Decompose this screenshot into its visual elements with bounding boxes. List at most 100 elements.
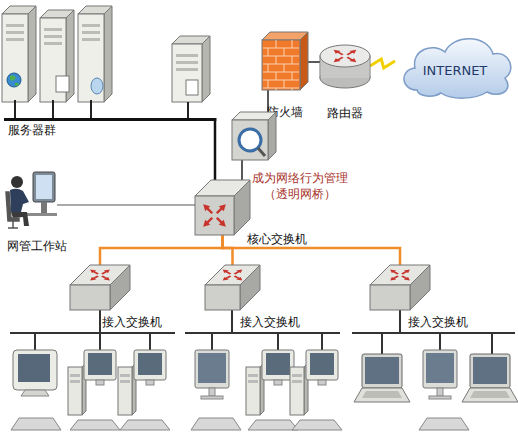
box-front xyxy=(232,120,268,160)
device-label: 核心交换机 xyxy=(247,231,327,247)
backbone-link xyxy=(214,121,217,180)
internet-cloud: INTERNET xyxy=(395,30,515,98)
chair xyxy=(6,192,19,228)
switch-symbol xyxy=(203,204,226,227)
router-top xyxy=(320,45,370,67)
server-side xyxy=(28,6,36,102)
device-label: INTERNET xyxy=(395,63,515,79)
laptop-computer xyxy=(462,354,518,402)
drive-slot xyxy=(82,31,100,34)
admin-workstation: 网管工作站 xyxy=(5,168,57,230)
firewall-device-icon xyxy=(262,32,308,90)
switch-symbol xyxy=(390,270,410,281)
arrow-head xyxy=(104,277,110,280)
drive-slot xyxy=(82,24,100,27)
drive-slot xyxy=(176,54,198,57)
router-device-icon xyxy=(320,44,370,88)
box-side xyxy=(410,265,430,310)
desktop-computer xyxy=(290,350,342,430)
device-label: 成为网络行为管理 （透明网桥） xyxy=(250,170,350,202)
arrow-head xyxy=(90,270,96,273)
arrow-head xyxy=(236,277,242,280)
drive-slot xyxy=(176,68,198,71)
server-tower xyxy=(40,10,74,102)
server-group: 服务器群 xyxy=(0,0,220,121)
brick-line xyxy=(292,56,293,64)
uplink xyxy=(223,235,233,265)
brick-line xyxy=(268,64,269,72)
core-switch-icon xyxy=(195,180,250,235)
desktop-computer xyxy=(118,350,170,430)
network-link xyxy=(308,61,320,63)
box-front xyxy=(370,285,410,310)
lcd-computer xyxy=(191,350,241,430)
box-side xyxy=(110,265,130,310)
drive-slot xyxy=(44,35,62,38)
management-link xyxy=(57,204,195,205)
box-front xyxy=(262,40,300,90)
server-top xyxy=(78,6,112,14)
brick-line xyxy=(292,40,293,48)
arrow-head xyxy=(390,270,396,273)
wan-link xyxy=(370,59,395,68)
drive-slot xyxy=(44,28,62,31)
server-front xyxy=(2,14,28,102)
document-mark xyxy=(186,80,198,95)
arrow-head xyxy=(349,50,356,54)
server-top xyxy=(2,6,36,14)
database-mark xyxy=(91,78,103,94)
device-label: 网管工作站 xyxy=(7,238,87,254)
arrow-head xyxy=(219,204,226,211)
arrow-head xyxy=(219,220,226,227)
brick-line xyxy=(284,80,285,88)
laptop-computer xyxy=(354,354,410,402)
device-label: 接入交换机 xyxy=(102,314,182,330)
server-tower xyxy=(78,6,112,102)
arrow-head xyxy=(334,58,341,62)
server-front xyxy=(172,44,202,102)
arrow-head xyxy=(404,277,410,280)
switch-symbol xyxy=(223,270,243,281)
box-side xyxy=(268,112,276,160)
arrow-head xyxy=(223,277,229,280)
behavior-manager-icon xyxy=(232,112,276,160)
server-drop xyxy=(14,100,16,119)
arrow-head xyxy=(223,270,229,273)
arrow-head xyxy=(236,270,242,273)
server-front xyxy=(78,14,104,102)
box-side xyxy=(300,32,308,90)
behavior-manager: 成为网络行为管理 （透明网桥） xyxy=(232,112,276,160)
person-head xyxy=(11,176,23,188)
monitor-screen xyxy=(36,175,52,199)
network-link xyxy=(241,160,243,180)
device-label: 路由器 xyxy=(310,105,380,121)
brick-line xyxy=(268,80,269,88)
arrow-head xyxy=(90,277,96,280)
brick-line xyxy=(276,56,277,64)
access-switch: 接入交换机 xyxy=(370,265,430,310)
box-front xyxy=(195,196,234,235)
brick-line xyxy=(284,48,285,56)
desktop-computer xyxy=(68,350,120,430)
box-side xyxy=(240,265,260,310)
switch-symbol xyxy=(90,270,110,281)
box-front xyxy=(205,285,240,310)
router-device: 路由器 xyxy=(320,44,370,88)
server-tower xyxy=(172,36,210,102)
arrow-head xyxy=(203,220,210,227)
arrow-head xyxy=(334,50,341,54)
device-label: 服务器群 xyxy=(8,122,88,138)
server-top xyxy=(40,10,74,18)
server-drop xyxy=(52,100,54,119)
monitor-frame xyxy=(33,172,55,202)
server-group-icon xyxy=(0,0,220,121)
drive-slot xyxy=(6,38,24,41)
device-label: 接入交换机 xyxy=(240,314,320,330)
brick-line xyxy=(268,48,269,56)
switch-symbol xyxy=(334,50,357,62)
brick-line xyxy=(276,88,277,90)
arrow-head xyxy=(404,270,410,273)
globe-land xyxy=(10,75,19,86)
uplink xyxy=(100,235,223,265)
lcd-computer xyxy=(419,350,469,430)
